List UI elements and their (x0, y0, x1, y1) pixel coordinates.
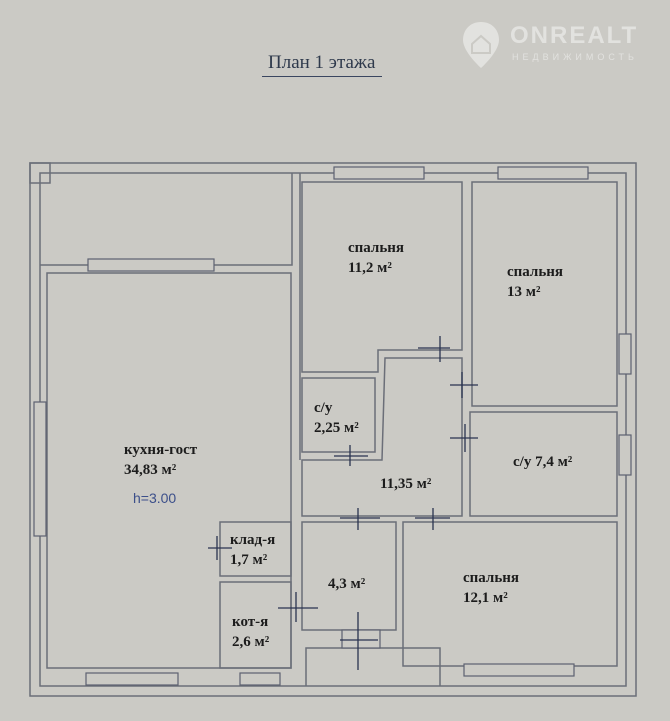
plan-title: План 1 этажа (262, 52, 382, 77)
kitchen-room (46, 272, 292, 669)
corner-column (29, 162, 51, 184)
bathroom1-name: с/у (314, 400, 333, 416)
terrace-wall (40, 173, 301, 460)
outer-wall (29, 162, 637, 697)
bathroom2-label: с/у 7,4 м² (513, 454, 573, 470)
door-mark (340, 508, 380, 530)
bedroom3-label: спальня 12,1 м² (463, 568, 519, 608)
door-mark (450, 372, 478, 398)
watermark: ONREALT НЕДВИЖИМОСТЬ (460, 20, 636, 75)
door-mark (334, 445, 368, 466)
bathroom1-label: с/у 2,25 м² (314, 398, 359, 438)
boiler-name: кот-я (232, 614, 269, 630)
window (497, 166, 589, 180)
door-mark (418, 336, 450, 362)
boiler-room (219, 581, 292, 669)
window (239, 672, 281, 686)
window (333, 166, 425, 180)
kitchen-area: 34,83 м² (124, 462, 177, 478)
bathroom1-room (301, 377, 376, 453)
bathroom2-room (469, 411, 618, 517)
window (618, 434, 632, 476)
bedroom1-name: спальня (348, 240, 405, 256)
hall-area: 11,35 м² (380, 476, 432, 492)
window (33, 401, 47, 537)
bedroom3-name: спальня (463, 570, 520, 586)
bedroom1-area: 11,2 м² (348, 260, 392, 276)
bedroom2-area: 13 м² (507, 284, 541, 300)
vestibule-area: 4,3 м² (328, 576, 366, 592)
bathroom1-area: 2,25 м² (314, 420, 359, 436)
window (85, 672, 179, 686)
window (618, 333, 632, 375)
bedroom1-room (301, 181, 463, 373)
window (463, 663, 575, 677)
boiler-area: 2,6 м² (232, 634, 270, 650)
storage-label: клад-я 1,7 м² (230, 530, 275, 570)
location-home-icon (463, 22, 499, 68)
storage-room (219, 521, 292, 577)
entrance-wall (305, 647, 441, 686)
boiler-label: кот-я 2,6 м² (232, 612, 269, 652)
window (341, 629, 381, 649)
door-mark (415, 508, 450, 530)
bedroom3-area: 12,1 м² (463, 590, 508, 606)
storage-name: клад-я (230, 532, 276, 548)
door-mark (278, 592, 318, 622)
ceiling-height: h=3.00 (133, 490, 177, 506)
door-mark (450, 424, 478, 452)
door-mark (208, 536, 232, 560)
storage-area: 1,7 м² (230, 552, 268, 568)
bedroom2-room (471, 181, 618, 407)
watermark-name: ONREALT (510, 22, 639, 49)
bedroom2-name: спальня (507, 264, 564, 280)
bedroom2-label: спальня 13 м² (507, 262, 563, 302)
kitchen-label: кухня-гост 34,83 м² (124, 440, 197, 480)
watermark-subtitle: НЕДВИЖИМОСТЬ (512, 52, 638, 62)
door-mark (340, 612, 378, 670)
hall-room (301, 357, 463, 517)
window (87, 258, 215, 272)
kitchen-name: кухня-гост (124, 442, 198, 458)
bedroom1-label: спальня 11,2 м² (348, 238, 404, 278)
